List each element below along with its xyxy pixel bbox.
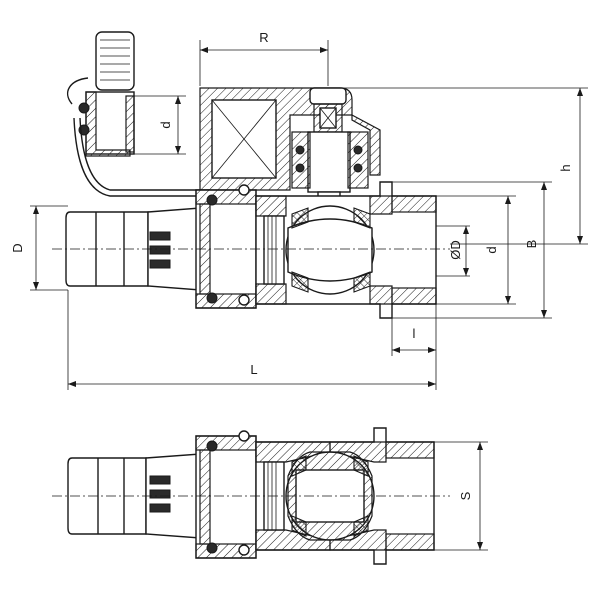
- label-R: R: [259, 30, 268, 45]
- label-phiD: ØD: [448, 240, 463, 260]
- dust-cap: [78, 31, 135, 157]
- label-l: l: [413, 326, 416, 341]
- label-S: S: [458, 491, 473, 500]
- dimension-phiD: ØD: [436, 225, 470, 277]
- bottom-section-view: S: [52, 427, 488, 565]
- dimension-R: R: [199, 30, 329, 86]
- label-d-right: d: [484, 246, 499, 253]
- union-nut: [195, 184, 257, 309]
- dimension-d-right: d: [436, 195, 516, 305]
- ball: [285, 205, 375, 295]
- label-D: D: [10, 243, 25, 252]
- lanyard-chain: [79, 117, 210, 191]
- label-h: h: [558, 164, 573, 171]
- lanyard-loop: [67, 77, 89, 105]
- dimension-D: D: [10, 205, 68, 291]
- top-section-view: R d D ØD: [10, 30, 588, 390]
- label-L: L: [250, 362, 257, 377]
- dimension-h: h: [340, 87, 588, 245]
- dimension-L: L: [67, 290, 437, 390]
- dimension-d-cap: d: [134, 95, 186, 155]
- dimension-S: S: [434, 441, 488, 551]
- dimension-l: l: [391, 304, 437, 356]
- label-d-cap: d: [158, 121, 173, 128]
